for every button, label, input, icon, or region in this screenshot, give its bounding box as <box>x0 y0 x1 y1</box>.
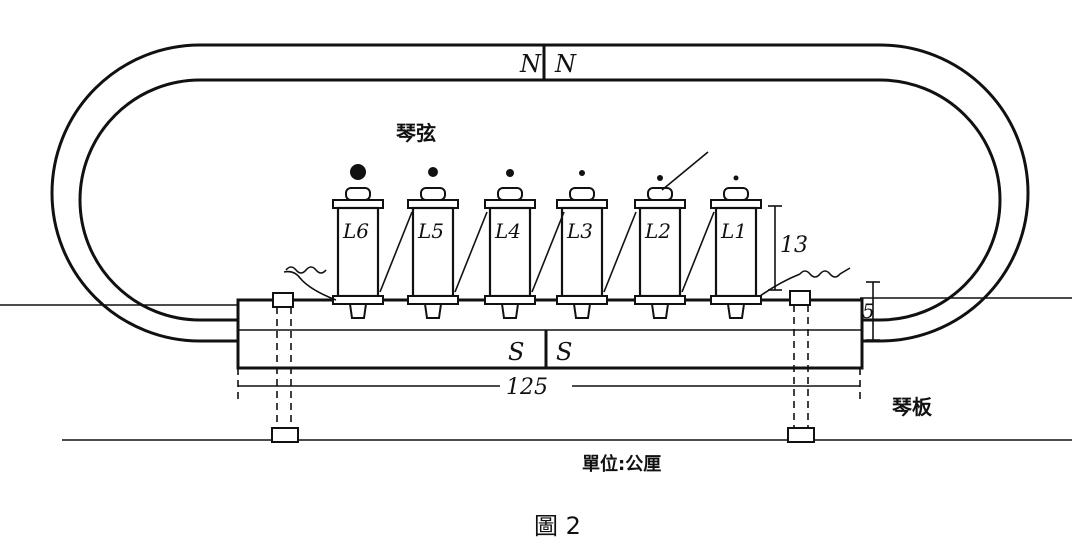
dimension-base-label: 5 <box>862 299 875 323</box>
string-l3 <box>579 170 585 176</box>
dimension-length: 125 <box>237 368 861 402</box>
coil-l2: L2 <box>634 175 686 319</box>
figure-caption: 圖 2 <box>534 512 581 540</box>
coil-label-l2: L2 <box>644 219 671 243</box>
coil-label-l6: L6 <box>342 219 369 243</box>
pole-screw-l2 <box>647 187 673 201</box>
magnet-outer-loop <box>50 43 1030 343</box>
mounting-screw-right <box>787 290 815 443</box>
mounting-screw-left <box>271 292 299 443</box>
coil-l1: L1 <box>710 175 762 319</box>
dimension-base: 5 <box>862 281 880 341</box>
coil-label-l5: L5 <box>417 219 444 243</box>
dimension-length-label: 125 <box>506 375 548 400</box>
coil-l5: L5 <box>407 167 459 319</box>
pole-screw-l5 <box>420 187 446 201</box>
string-l2 <box>657 175 663 181</box>
string-l6 <box>350 164 366 180</box>
coil-l3: L3 <box>556 170 608 319</box>
pole-s-right: S <box>556 338 572 366</box>
string-l5 <box>428 167 438 177</box>
pole-screw-l4 <box>497 187 523 201</box>
lead-wire-right <box>759 267 851 297</box>
magnet-inner-loop <box>78 78 1002 322</box>
dimension-height: 13 <box>768 205 808 291</box>
string-l1 <box>733 175 739 181</box>
label-board: 琴板 <box>892 395 933 419</box>
coil-label-l3: L3 <box>566 219 593 243</box>
label-strings: 琴弦 <box>396 121 436 145</box>
lead-wire-left <box>283 266 337 301</box>
coil-l6: L6 <box>332 164 384 319</box>
coil-label-l1: L1 <box>720 219 747 243</box>
coil-label-l4: L4 <box>494 219 521 243</box>
coil-l4: L4 <box>484 169 536 319</box>
coil-group: L6 L5 L4 L3 <box>332 164 762 319</box>
base-plate <box>236 298 864 370</box>
pole-screw-l1 <box>723 187 749 201</box>
string-l4 <box>506 169 514 177</box>
pole-n-right: N <box>554 50 577 78</box>
pole-screw-l3 <box>569 187 595 201</box>
pole-screw-l6 <box>345 187 371 201</box>
pointer-line <box>661 151 709 191</box>
pole-s-left: S <box>508 338 524 366</box>
coil-wiring <box>379 211 715 293</box>
dimension-height-label: 13 <box>780 233 808 258</box>
pole-n-left: N <box>519 50 542 78</box>
label-unit: 單位:公厘 <box>582 453 661 475</box>
